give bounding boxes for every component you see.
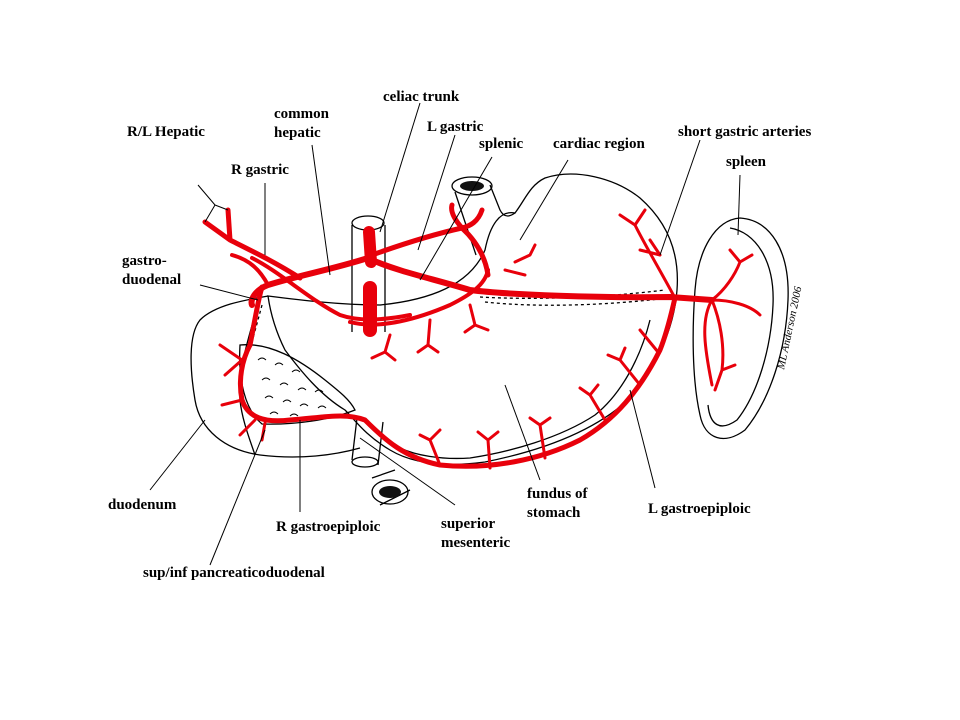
intestine-tube [371, 469, 411, 506]
esophagus [454, 184, 516, 256]
duodenum-outline [190, 295, 361, 458]
leader-lines [149, 102, 741, 566]
stomach-outline [267, 173, 679, 465]
label-r-gastroepiploic: R gastroepiploic [276, 519, 381, 535]
sma-tube [351, 417, 384, 466]
aorta-outline [351, 225, 386, 332]
pancreas-head [239, 344, 356, 425]
intestine-cross-section [371, 479, 409, 505]
gastroduodenal-artery [247, 284, 265, 348]
greater-curvature-line [399, 319, 651, 460]
pancreas-texture [257, 357, 327, 417]
label-cardiac-region: cardiac region [553, 136, 645, 152]
splenic-artery [369, 257, 715, 303]
artist-signature: ML Anderson 2006 [775, 285, 805, 372]
label-l-gastric: L gastric [427, 119, 484, 135]
r-gastroepiploic-artery [237, 295, 678, 469]
spleen-outline [692, 217, 789, 439]
label-l-gastroepiploic: L gastroepiploic [648, 501, 751, 517]
label-gastroduodenal: gastro-duodenal [122, 253, 182, 288]
label-r-gastric: R gastric [231, 162, 289, 178]
label-splenic: splenic [479, 136, 524, 152]
lumen-fills [379, 181, 484, 498]
epiploic-branches [218, 243, 660, 470]
label-spleen: spleen [726, 154, 767, 170]
sma-cross-section [351, 456, 379, 468]
lesser-curvature-arcade [348, 268, 490, 327]
label-duodenum: duodenum [108, 497, 177, 513]
arteries [202, 202, 762, 470]
label-short-gastric-arteries: short gastric arteries [678, 124, 812, 140]
spleen-inner [707, 227, 774, 427]
right-gastric-artery [230, 253, 412, 322]
esophagus-cross-section [451, 176, 493, 196]
label-pancreaticoduodenal: sup/inf pancreaticoduodenal [143, 565, 325, 581]
hepatic-proper-artery [202, 207, 303, 281]
short-gastric-vessels [618, 208, 677, 300]
splenic-branches [703, 248, 762, 392]
label-rl-hepatic: R/L Hepatic [127, 124, 205, 140]
label-celiac-trunk: celiac trunk [383, 89, 460, 105]
